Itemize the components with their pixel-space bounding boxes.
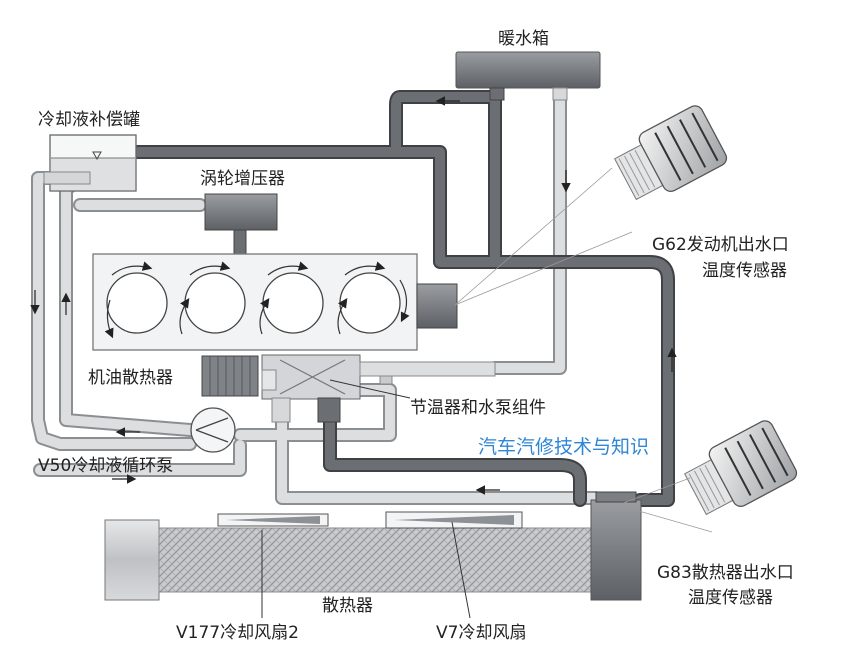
- hot-pipes: [131, 88, 675, 507]
- label-v50-pump: V50冷却液循环泵: [38, 456, 173, 476]
- sensor-callouts: [454, 167, 713, 533]
- thermostat-pump-assembly: [261, 354, 496, 423]
- sensor-g62-icon: [614, 105, 728, 201]
- label-radiator: 散热器: [322, 596, 373, 616]
- cylinder-1: [106, 272, 168, 334]
- cool-pipes: [31, 93, 602, 505]
- engine-block: [92, 253, 458, 351]
- cylinder-2: [184, 272, 246, 334]
- label-thermostat-pump: 节温器和水泵组件: [410, 398, 546, 418]
- label-g62-line1: G62发动机出水口: [652, 235, 789, 255]
- cylinder-4: [339, 272, 401, 334]
- radiator: [104, 491, 642, 601]
- turbocharger: [204, 193, 278, 255]
- fan-v177: [217, 513, 329, 527]
- labels: 暖水箱 冷却液补偿罐 涡轮增压器 G62发动机出水口 温度传感器 机油散热器 节…: [38, 29, 794, 643]
- label-expansion-tank: 冷却液补偿罐: [38, 110, 140, 130]
- label-g83-line1: G83散热器出水口: [657, 563, 794, 583]
- oil-cooler: [201, 355, 259, 397]
- heater-core: [455, 51, 601, 101]
- label-fan-v177: V177冷却风扇2: [176, 623, 299, 643]
- label-turbocharger: 涡轮增压器: [200, 169, 285, 189]
- cylinder-3: [262, 272, 324, 334]
- v50-circulation-pump: [190, 407, 236, 453]
- label-heater-core: 暖水箱: [498, 29, 549, 49]
- sensor-g83-icon: [684, 420, 798, 516]
- fan-v7: [385, 511, 523, 529]
- flow-arrows: [30, 96, 677, 495]
- label-fan-v7: V7冷却风扇: [436, 623, 526, 643]
- label-g83-line2: 温度传感器: [688, 588, 773, 608]
- expansion-tank: [43, 134, 137, 192]
- watermark: 汽车汽修技术与知识: [478, 436, 649, 458]
- label-g62-line2: 温度传感器: [702, 261, 787, 281]
- leader-lines: [261, 379, 471, 619]
- label-oil-cooler: 机油散热器: [88, 368, 173, 388]
